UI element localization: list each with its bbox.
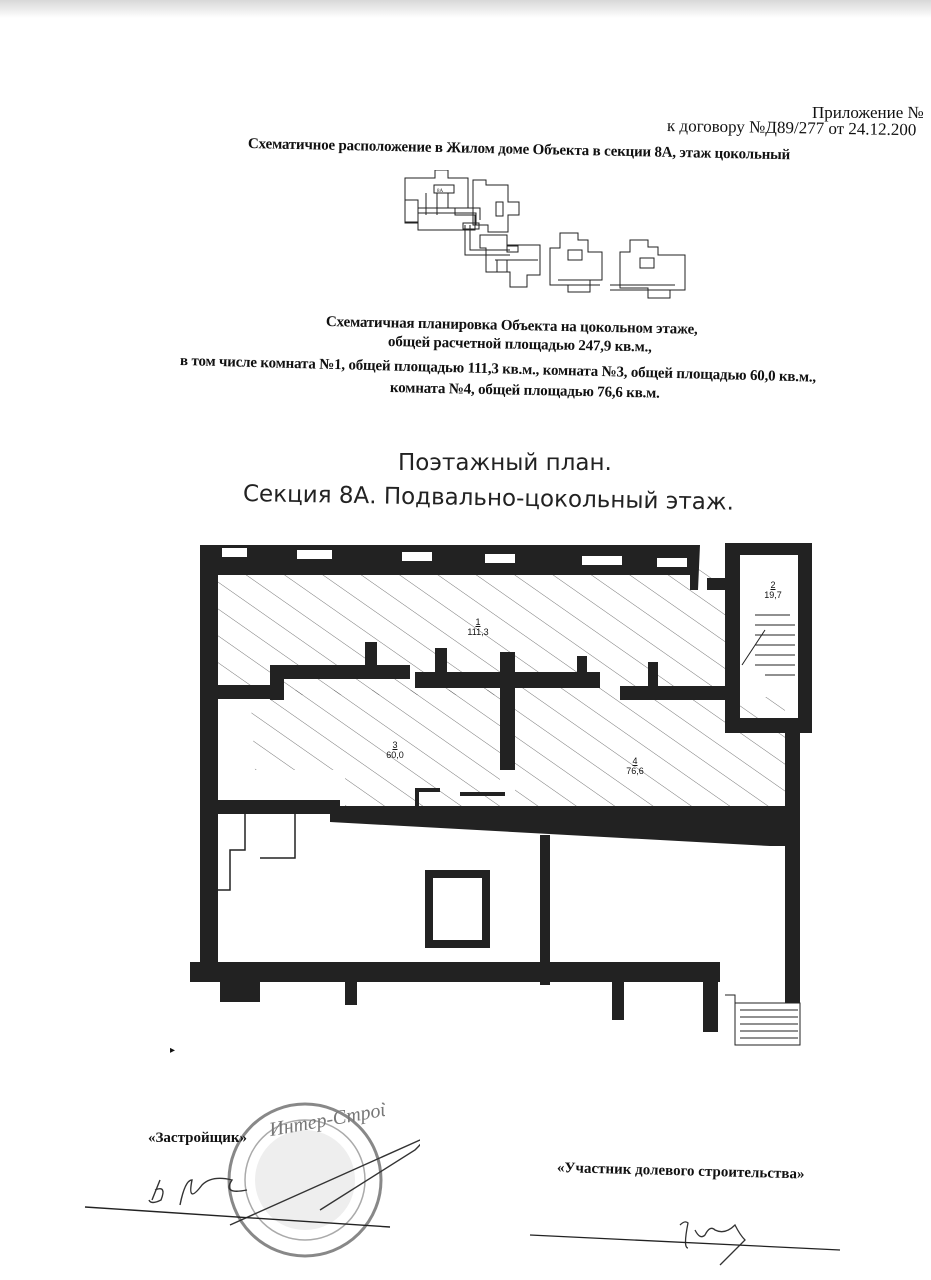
company-stamp: Интер-Строй — [227, 1098, 385, 1258]
room-4-label: 4 76,6 — [620, 756, 650, 776]
room-1-area — [215, 563, 725, 697]
scan-mark: ▸ — [170, 1045, 176, 1056]
room-2-label: 2 19,7 — [758, 580, 788, 600]
stair-upper — [741, 614, 795, 676]
developer-signature — [84, 1139, 420, 1228]
room-4-area-value: 76,6 — [626, 766, 644, 776]
building-section-8v — [479, 234, 541, 288]
room-2-area-value: 19,7 — [764, 590, 782, 600]
room-1-area-value: 111,3 — [467, 627, 489, 637]
hatched-rooms — [215, 563, 785, 832]
windows — [222, 548, 687, 567]
room-3-area — [250, 690, 500, 810]
site-location-schematic: 8А — [404, 170, 686, 299]
participant-signature — [529, 1221, 841, 1266]
connecting-corridor — [418, 207, 510, 256]
room-3-area-value: 60,0 — [386, 750, 404, 760]
scan-edge-shadow — [0, 0, 931, 18]
appendix-label: Приложение № — [812, 103, 924, 122]
stair-lower — [725, 994, 801, 1046]
building-section-5 — [610, 239, 686, 299]
developer-label: «Застройщик» — [148, 1130, 248, 1146]
building-section-4 — [549, 232, 603, 293]
room-4-area — [515, 697, 785, 832]
room-2-number: 2 — [770, 580, 776, 590]
room-1-label: 1 111,3 — [463, 617, 493, 637]
room-3-label: 3 60,0 — [380, 740, 410, 760]
internal-partitions — [210, 810, 296, 891]
building-section-8b — [472, 179, 520, 233]
plan-title-line-1: Поэтажный план. — [398, 450, 612, 476]
room-1-number: 1 — [475, 617, 481, 627]
room-4-number: 4 — [632, 756, 638, 766]
svg-text:8А: 8А — [437, 189, 444, 194]
room-3-number: 3 — [392, 740, 398, 750]
